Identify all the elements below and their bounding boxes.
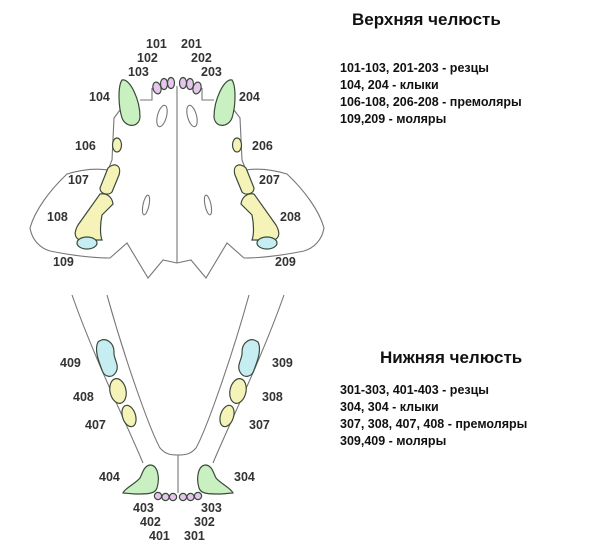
- label-107: 107: [68, 173, 89, 187]
- tooth-409: [95, 339, 118, 377]
- label-303: 303: [201, 501, 222, 515]
- lower-jaw-title: Нижняя челюсть: [380, 348, 523, 367]
- lower-jaw: 409 309 408 308 407 307 404 304 403 303 …: [60, 294, 293, 543]
- lower-legend: Нижняя челюсть: [380, 348, 522, 368]
- mandible-outer-line: [71, 294, 144, 464]
- upper-jaw-title: Верхняя челюсть: [352, 10, 501, 29]
- legend-canines: 104, 204 - клыки: [340, 78, 439, 92]
- lower-legend-list: 301-303, 401-403 - резцы 304, 304 - клык…: [340, 382, 527, 450]
- label-404: 404: [99, 470, 120, 484]
- upper-jaw: 101 201 102 202 103 203 104 204 106 206 …: [29, 37, 325, 279]
- tooth-408: [109, 378, 127, 404]
- label-108: 108: [47, 210, 68, 224]
- lower-jaw-left-half: [71, 294, 179, 502]
- tooth-104: [118, 79, 141, 126]
- label-403: 403: [133, 501, 154, 515]
- tooth-407: [121, 404, 137, 428]
- tooth-106: [111, 137, 123, 153]
- legend-molars: 309,409 - моляры: [340, 434, 447, 448]
- legend-canines: 304, 304 - клыки: [340, 400, 439, 414]
- label-109: 109: [53, 255, 74, 269]
- label-208: 208: [280, 210, 301, 224]
- label-102: 102: [137, 51, 158, 65]
- label-106: 106: [75, 139, 96, 153]
- upper-skull-outline: [29, 88, 178, 279]
- label-302: 302: [194, 515, 215, 529]
- label-204: 204: [239, 90, 260, 104]
- mandible-inner-line: [106, 294, 179, 456]
- label-104: 104: [89, 90, 110, 104]
- label-209: 209: [275, 255, 296, 269]
- label-301: 301: [184, 529, 205, 543]
- upper-legend: Верхняя челюсть: [352, 10, 501, 30]
- label-401: 401: [149, 529, 170, 543]
- tooth-108: [74, 193, 114, 241]
- label-307: 307: [249, 418, 270, 432]
- upper-legend-list: 101-103, 201-203 - резцы 104, 204 - клык…: [340, 60, 522, 128]
- tooth-404: [122, 464, 159, 495]
- incisors-lower-left: [153, 491, 178, 502]
- legend-molars: 109,209 - моляры: [340, 112, 447, 126]
- incisor-tooth: [166, 76, 176, 90]
- legend-incisors: 301-303, 401-403 - резцы: [340, 383, 489, 397]
- incisors-upper-left: [152, 76, 176, 95]
- label-409: 409: [60, 356, 81, 370]
- label-201: 201: [181, 37, 202, 51]
- incisor-tooth: [161, 492, 170, 502]
- label-408: 408: [73, 390, 94, 404]
- label-206: 206: [252, 139, 273, 153]
- label-202: 202: [191, 51, 212, 65]
- label-103: 103: [128, 65, 149, 79]
- upper-jaw-left-half: [29, 76, 178, 279]
- palatal-fissure: [141, 194, 151, 216]
- legend-incisors: 101-103, 201-203 - резцы: [340, 61, 489, 75]
- legend-premolars: 307, 308, 407, 408 - премоляры: [340, 417, 528, 431]
- label-308: 308: [262, 390, 283, 404]
- incisor-tooth: [168, 492, 178, 502]
- nasal-opening: [156, 104, 168, 128]
- label-101: 101: [146, 37, 167, 51]
- tooth-107: [99, 164, 121, 195]
- incisor-tooth: [153, 491, 163, 501]
- label-304: 304: [234, 470, 255, 484]
- legend-premolars: 106-108, 206-208 - премоляры: [340, 95, 522, 109]
- label-402: 402: [140, 515, 161, 529]
- tooth-109: [76, 236, 98, 250]
- label-203: 203: [201, 65, 222, 79]
- label-309: 309: [272, 356, 293, 370]
- incisor-tooth: [159, 77, 169, 91]
- label-407: 407: [85, 418, 106, 432]
- label-207: 207: [259, 173, 280, 187]
